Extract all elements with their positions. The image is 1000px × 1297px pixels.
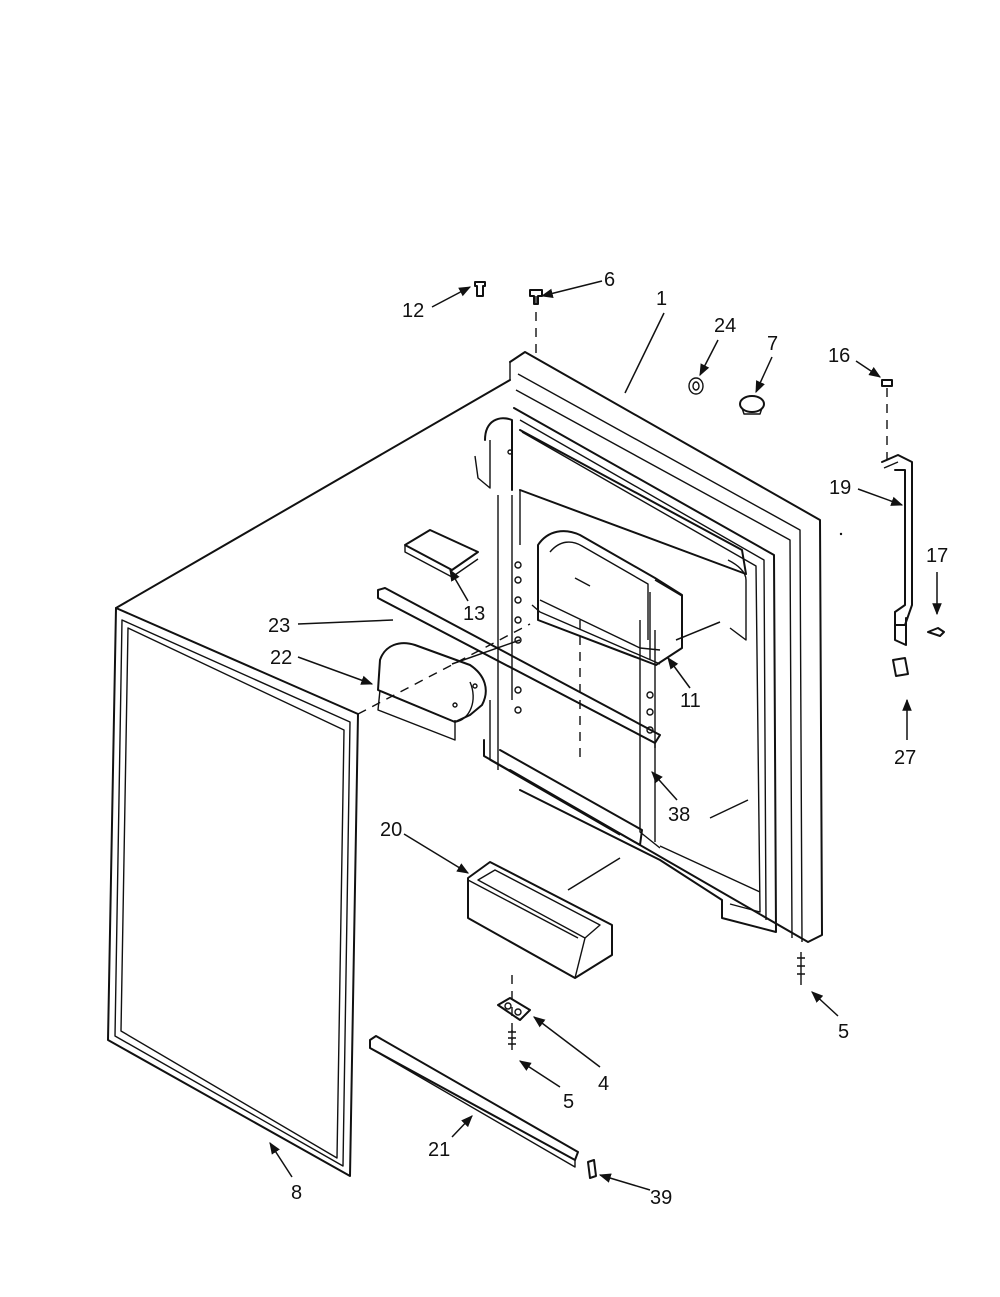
callout-24: 24: [714, 315, 736, 337]
end-cap-39: [587, 1159, 597, 1179]
callout-5-lower: 5: [563, 1091, 574, 1113]
callout-17: 17: [926, 545, 948, 567]
end-cap-27: [892, 657, 909, 677]
callout-21: 21: [428, 1139, 450, 1161]
callout-27: 27: [894, 747, 916, 769]
callout-7: 7: [767, 333, 778, 355]
stray-mark: [839, 532, 843, 536]
spacer-13: [404, 529, 479, 578]
callout-16: 16: [828, 345, 850, 367]
callout-6: 6: [604, 269, 615, 291]
callout-39: 39: [650, 1187, 672, 1209]
bottom-trim-21: [369, 1035, 579, 1168]
screw-12: [474, 281, 486, 297]
screw-16: [881, 379, 893, 460]
callout-23: 23: [268, 615, 290, 637]
callout-13: 13: [463, 603, 485, 625]
upper-door-bin: [531, 530, 683, 666]
door-liner: [474, 296, 823, 1040]
door-handle-19: [881, 454, 913, 646]
plug-7: [739, 395, 765, 415]
lower-door-bin-20: [467, 861, 613, 979]
callout-8: 8: [291, 1182, 302, 1204]
callout-22: 22: [270, 647, 292, 669]
callout-labels: 12 6 1 24 7 16 19 17 27 13 23 22 11 38 2…: [268, 269, 948, 1209]
callout-5-right: 5: [838, 1021, 849, 1043]
callout-12: 12: [402, 300, 424, 322]
dairy-compartment-22: [377, 642, 487, 741]
part-24: [688, 377, 704, 395]
callout-38: 38: [668, 804, 690, 826]
leader-lines: [269, 280, 942, 1191]
screw-5-right: [797, 952, 805, 985]
shelf-bar-23: [377, 587, 661, 748]
callout-19: 19: [829, 477, 851, 499]
callout-20: 20: [380, 819, 402, 841]
screw-17: [927, 627, 945, 637]
bottom-hinge-4: [497, 997, 531, 1050]
callout-11: 11: [680, 690, 701, 712]
callout-1: 1: [656, 288, 667, 310]
callout-4: 4: [598, 1073, 609, 1095]
outer-door-panel: [107, 379, 531, 1177]
